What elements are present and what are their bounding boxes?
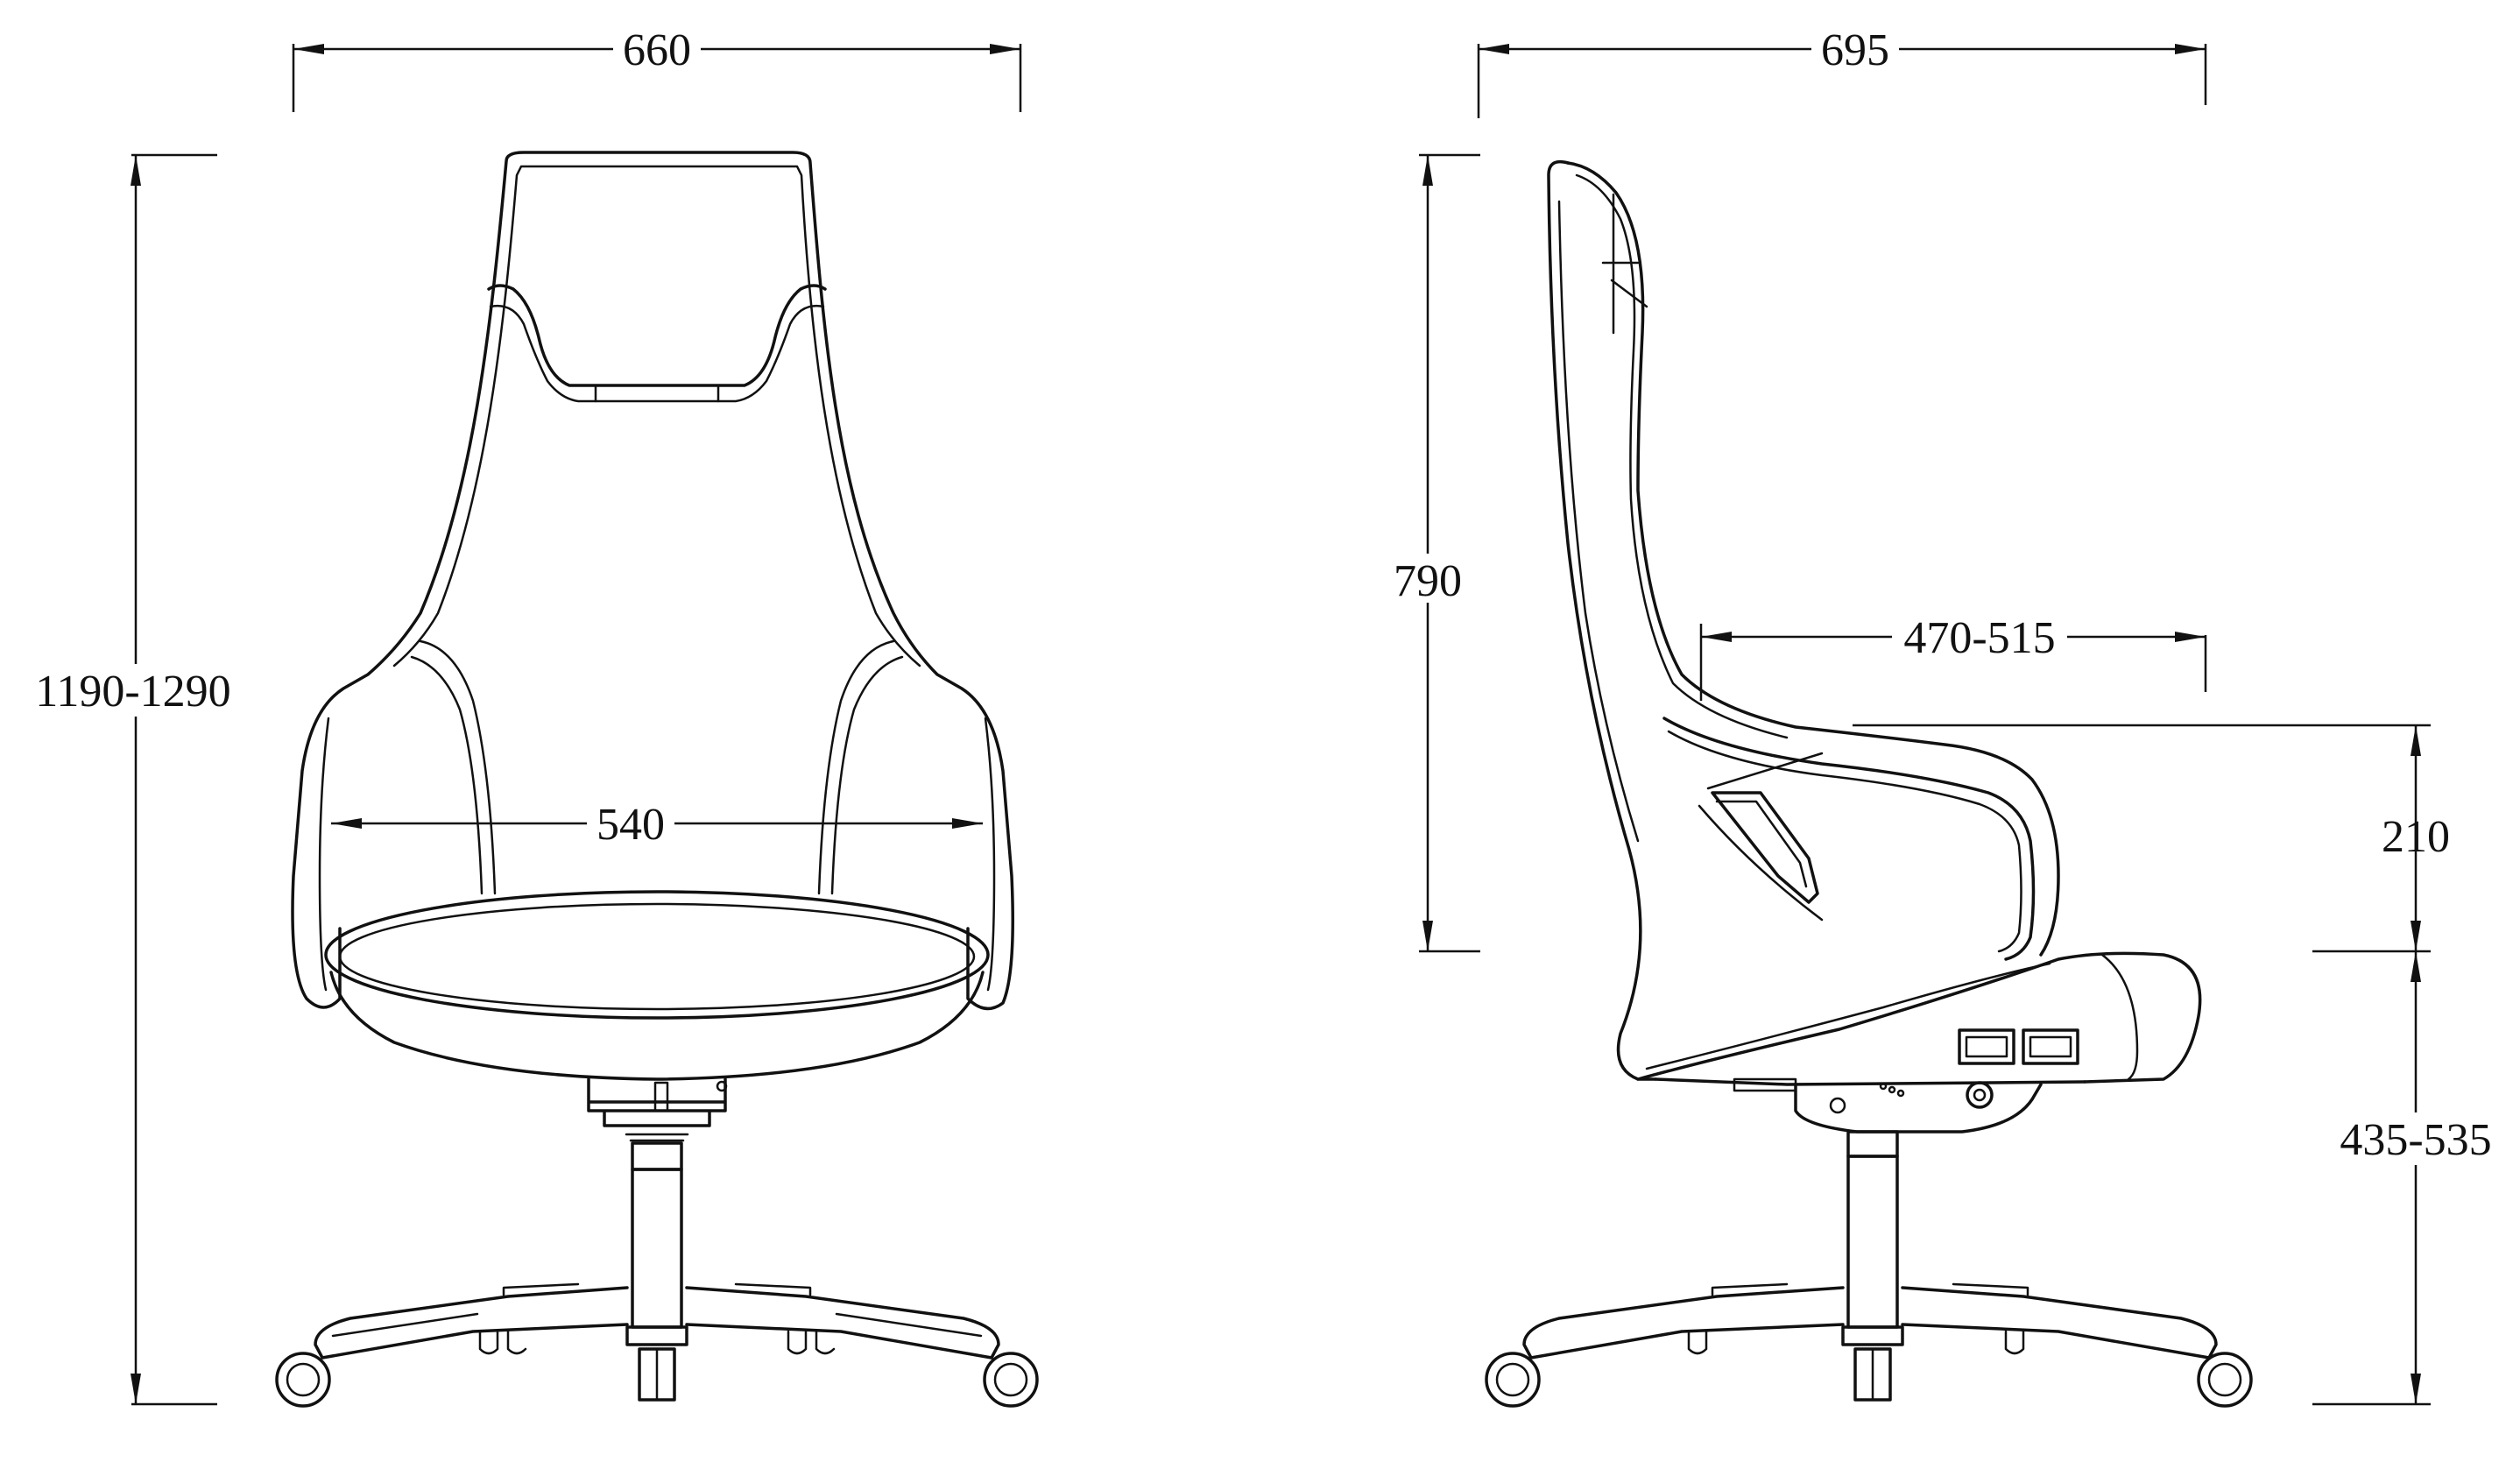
dim-front-inner-width: 540 xyxy=(331,799,983,850)
dim-label-side-seat-depth: 470-515 xyxy=(1903,613,2055,663)
front-seat-cushion xyxy=(324,890,990,1020)
side-armrest xyxy=(1662,717,2036,961)
front-castor-left xyxy=(275,1352,331,1408)
side-control-box-2 xyxy=(2022,1028,2079,1065)
dim-side-seat-depth: 470-515 xyxy=(1699,613,2207,701)
dim-label-front-height: 1190-1290 xyxy=(35,667,230,717)
dim-label-side-seat-height: 435-535 xyxy=(2340,1115,2491,1165)
dim-label-side-depth: 695 xyxy=(1821,25,1889,75)
side-control-box-1 xyxy=(1958,1028,2015,1065)
side-backrest-front xyxy=(1566,161,2060,957)
front-mechanism xyxy=(587,1077,727,1127)
side-seat xyxy=(1636,951,2202,1084)
dim-side-seat-height: 435-535 xyxy=(2312,951,2520,1406)
side-castor-left xyxy=(1485,1352,1541,1408)
side-view-chair xyxy=(1485,159,2253,1408)
front-headrest-cutout xyxy=(487,284,827,387)
side-mechanism xyxy=(1794,1083,2043,1134)
front-backrest-inner xyxy=(392,165,921,667)
dim-side-depth: 695 xyxy=(1477,25,2207,118)
front-castor-right xyxy=(983,1352,1039,1408)
dim-side-armrest-height: 210 xyxy=(1853,724,2450,953)
side-castor-right xyxy=(2197,1352,2253,1408)
front-armrest-left xyxy=(410,639,497,895)
dim-label-side-armrest-height: 210 xyxy=(2382,812,2450,862)
front-view-chair xyxy=(275,151,1039,1408)
dim-front-height: 1190-1290 xyxy=(19,153,247,1406)
side-lumbar-pad xyxy=(1711,791,1819,904)
front-backrest xyxy=(291,151,1014,1011)
dim-label-front-width: 660 xyxy=(623,25,691,75)
front-armrest-right xyxy=(817,639,904,895)
side-gas-lift xyxy=(1846,1130,1899,1158)
front-base xyxy=(314,1286,1000,1360)
dim-front-width: 660 xyxy=(292,25,1022,112)
dim-label-front-inner-width: 540 xyxy=(596,800,665,850)
side-backrest xyxy=(1547,159,1657,1081)
front-seat-bottom xyxy=(329,971,985,1081)
dim-label-side-back-height: 790 xyxy=(1394,556,1462,606)
front-headrest-cutout-inner xyxy=(489,304,825,403)
side-base xyxy=(1522,1286,2218,1360)
dim-side-back-height: 790 xyxy=(1384,153,1480,953)
front-gas-lift xyxy=(631,1141,683,1171)
